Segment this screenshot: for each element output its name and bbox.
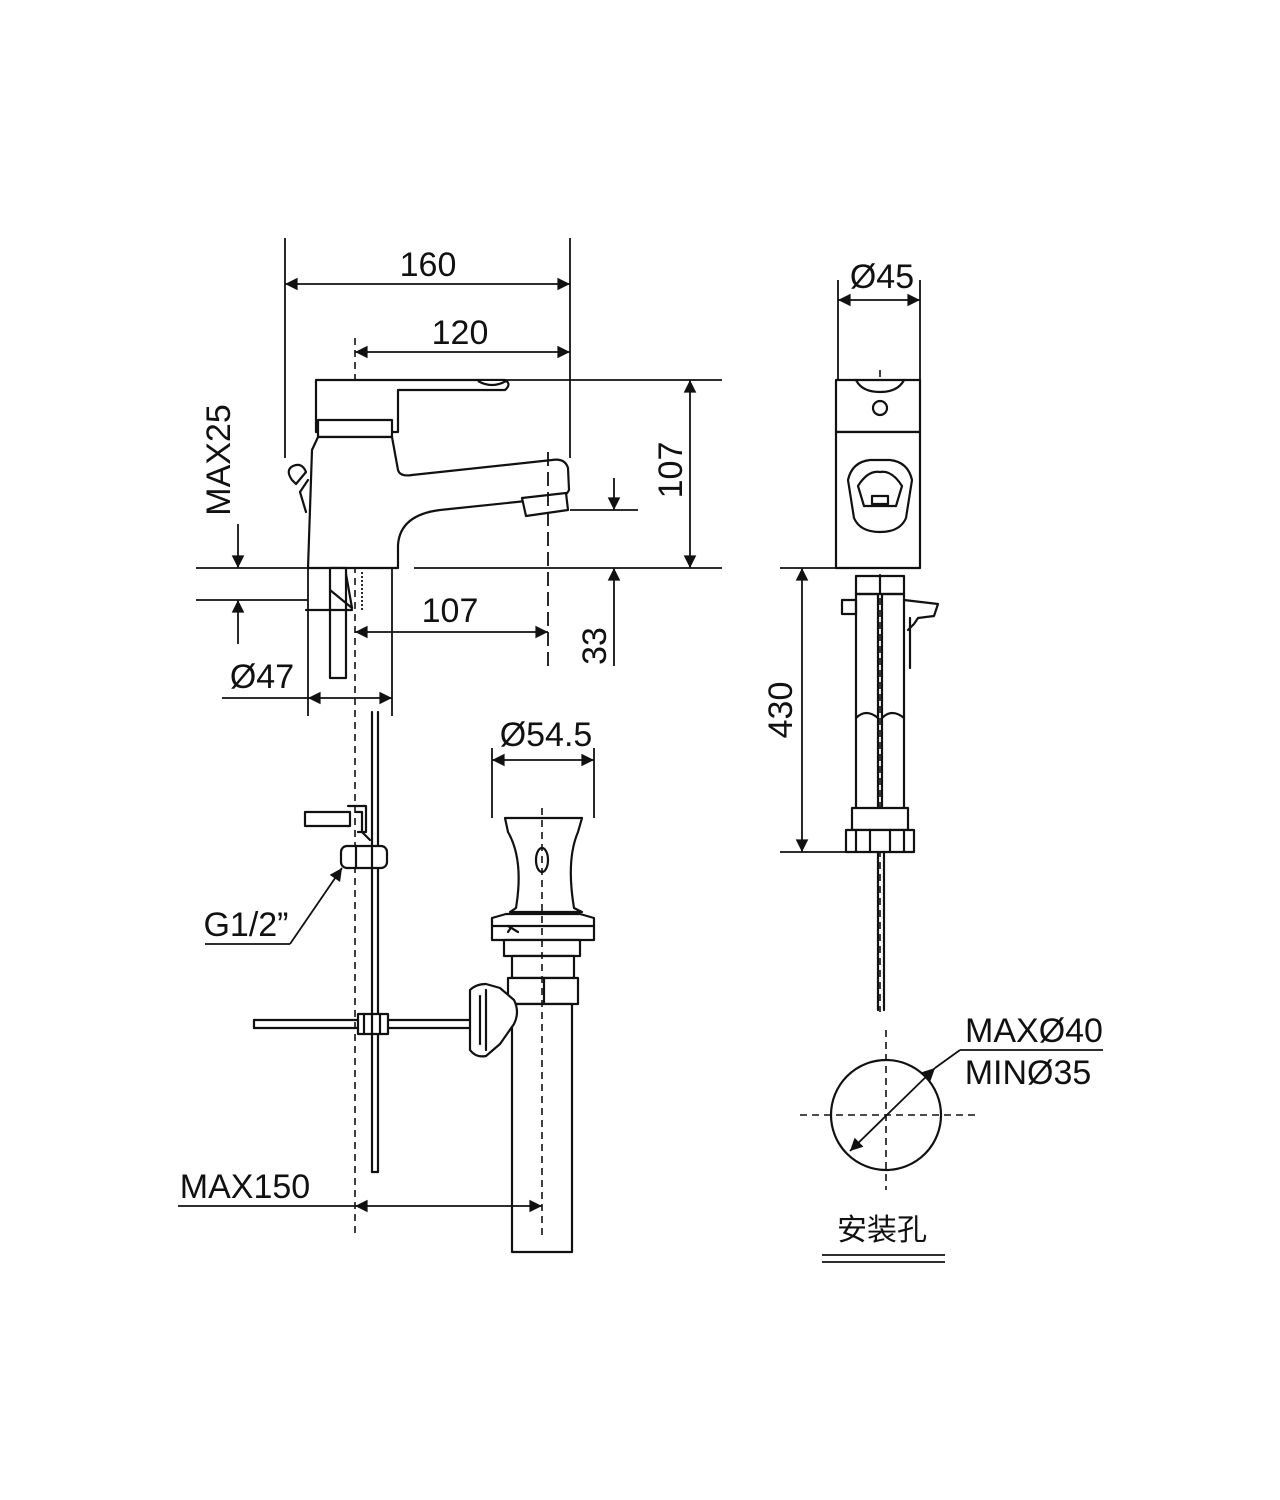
dim-160: 160 <box>400 246 457 284</box>
dim-d47: Ø47 <box>230 658 294 696</box>
install-hole-label: 安装孔 <box>837 1213 927 1248</box>
dim-d45: Ø45 <box>850 258 914 296</box>
install-hole-detail <box>800 1030 1103 1263</box>
dim-d54-5: Ø54.5 <box>500 716 593 754</box>
hole-min: MINØ35 <box>965 1054 1092 1092</box>
side-view-faucet <box>252 338 571 1238</box>
popup-waste <box>468 808 596 1254</box>
dimension-lines <box>178 238 921 1213</box>
dimension-labels: 160 120 107 107 33 MAX25 Ø47 Ø54.5 G1/2”… <box>180 246 1103 1248</box>
dim-430: 430 <box>762 682 800 739</box>
dim-107-reach: 107 <box>422 592 479 630</box>
hole-max: MAXØ40 <box>965 1012 1103 1050</box>
dim-max25: MAX25 <box>200 404 238 516</box>
faucet-body <box>306 435 571 570</box>
thread-g1-2: G1/2” <box>203 906 288 944</box>
dim-107-height: 107 <box>652 442 690 499</box>
dim-max150: MAX150 <box>180 1168 310 1206</box>
dim-33: 33 <box>576 627 614 665</box>
front-view-faucet <box>834 370 940 1012</box>
dim-120: 120 <box>432 314 489 352</box>
